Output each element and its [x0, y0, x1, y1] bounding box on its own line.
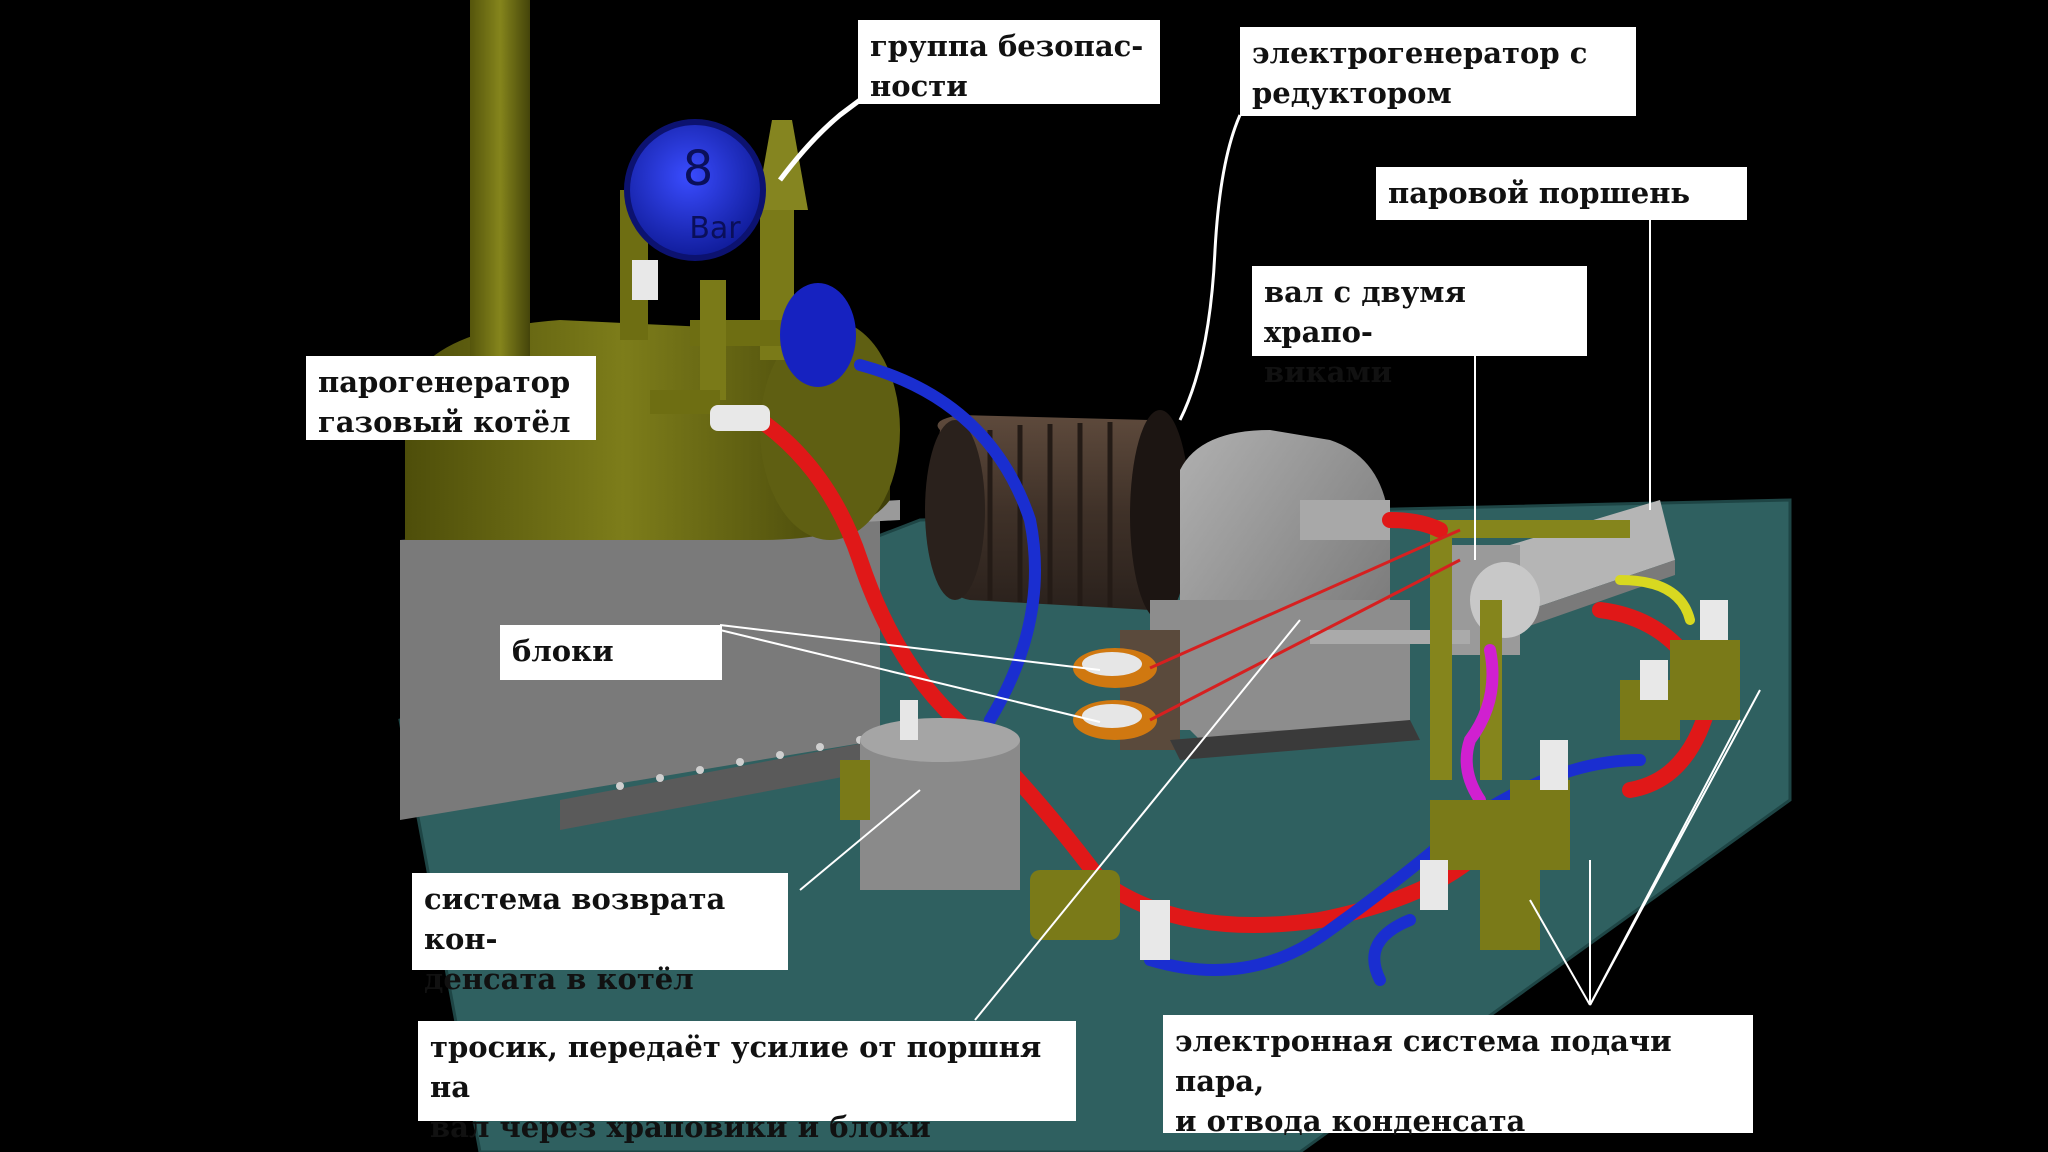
gauge-value: 8	[683, 141, 714, 197]
electric-generator	[925, 410, 1190, 620]
label-generator: электрогенератор с редуктором	[1240, 27, 1636, 116]
valve-handles	[710, 405, 1728, 960]
gearbox	[1120, 430, 1420, 760]
yellow-hose	[1615, 575, 1695, 625]
label-safety-group: группа безопас- ности	[858, 20, 1160, 104]
cables	[1149, 528, 1461, 722]
steam-valves	[1030, 640, 1740, 950]
label-boiler: парогенератор газовый котёл	[306, 356, 596, 440]
pulleys	[1073, 648, 1157, 740]
label-shaft: вал с двумя храпо- виками	[1252, 266, 1587, 389]
gauge-unit: Bar	[689, 211, 741, 246]
label-condensate-return: система возврата кон- денсата в котёл	[412, 873, 788, 996]
safety-group: 8 Bar	[620, 119, 856, 414]
magenta-hose	[1460, 644, 1499, 806]
label-pulleys: блоки	[500, 625, 722, 680]
label-cable: тросик, передаёт усилие от поршня на вал…	[418, 1021, 1076, 1144]
boiler-stack	[470, 0, 530, 360]
condensate-return-unit	[840, 700, 1020, 890]
pressure-gauge	[624, 119, 766, 261]
leader-lines	[719, 98, 1761, 1021]
label-piston: паровой поршень	[1376, 167, 1747, 220]
label-steam-system: электронная система подачи пара, и отвод…	[1163, 1015, 1753, 1138]
piston-frame	[1430, 520, 1630, 780]
